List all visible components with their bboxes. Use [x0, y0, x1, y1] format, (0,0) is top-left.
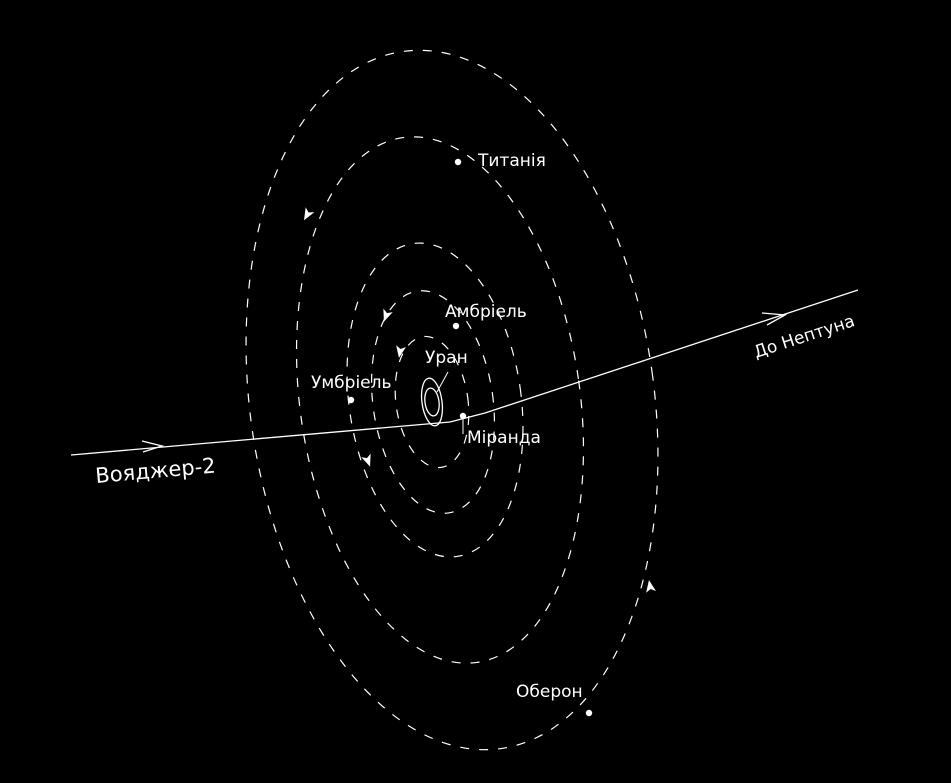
orbit-arrow-icon	[646, 580, 656, 593]
uranus-ring-inner	[424, 387, 440, 417]
trajectory-arrow-in-icon	[141, 440, 165, 453]
orbit-arrow-icon	[361, 453, 371, 467]
orbit-umbriel	[346, 242, 524, 558]
label-umbriel: Умбріель	[311, 373, 392, 393]
moon-oberon	[585, 709, 593, 717]
trajectory-arrow-out-icon	[761, 312, 788, 326]
uranus-leader-line	[436, 371, 449, 393]
trajectory-line	[70, 289, 859, 456]
label-uranus: Уран	[425, 348, 468, 368]
orbit-arrow-icon	[396, 345, 406, 358]
moon-titania	[454, 158, 462, 166]
orbit-ariel	[370, 290, 496, 514]
moon-orbits	[245, 49, 659, 751]
uranus-planet	[420, 371, 449, 427]
orbit-titania	[295, 136, 585, 664]
moons	[347, 158, 593, 717]
orbit-oberon	[245, 49, 659, 751]
label-miranda: Міранда	[467, 428, 541, 448]
uranus-ring-outer	[420, 377, 444, 427]
orbit-arrow-icon	[304, 207, 315, 221]
moon-ariel	[452, 322, 460, 330]
voyager-trajectory	[70, 289, 859, 456]
orbit-miranda	[394, 335, 470, 469]
label-ariel: Амбріель	[445, 302, 527, 322]
orbit-direction-arrows	[304, 207, 656, 593]
label-titania: Титанія	[477, 151, 546, 171]
moon-umbriel	[347, 396, 355, 404]
label-oberon: Оберон	[516, 682, 583, 702]
moon-miranda	[459, 412, 467, 420]
orbit-arrow-icon	[383, 308, 393, 322]
